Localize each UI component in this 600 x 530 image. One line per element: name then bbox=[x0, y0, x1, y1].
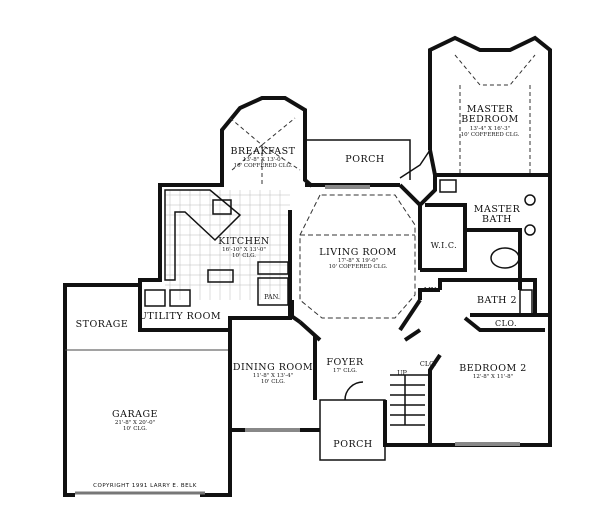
master-sink-2 bbox=[524, 224, 536, 236]
room-name: MASTER bbox=[473, 204, 521, 215]
room-size: 13'-4" X 16'-3" bbox=[469, 125, 511, 132]
front-porch-label: PORCH bbox=[333, 439, 373, 450]
bath2-tub bbox=[519, 289, 533, 316]
washer-dryer bbox=[144, 289, 191, 307]
room-size: 13'-8" X 13'-0" bbox=[242, 157, 284, 164]
bath2-label: BATH 2 bbox=[476, 295, 518, 306]
room-size: 11'-8" X 13'-4" bbox=[252, 373, 294, 380]
room-ceiling: 17' CLG. bbox=[332, 368, 358, 375]
kitchen-island bbox=[207, 269, 234, 283]
bedroom2-closet-label: CLO. bbox=[494, 319, 518, 329]
room-name: BATH 2 bbox=[476, 295, 518, 306]
lin-label: LIN. bbox=[423, 286, 439, 294]
room-name: PORCH bbox=[333, 439, 373, 450]
wic-label: W.I.C. bbox=[430, 241, 458, 251]
front-porch-outline bbox=[319, 399, 386, 461]
front-door-swing bbox=[344, 381, 364, 401]
room-name: CLO. bbox=[419, 360, 437, 368]
master-coffer bbox=[454, 54, 536, 175]
breakfast-coffer bbox=[229, 117, 301, 185]
utility-room-label: UTILITY ROOM bbox=[138, 311, 222, 322]
room-name: LIN. bbox=[423, 286, 439, 294]
pantry-label: PAN. bbox=[264, 293, 280, 301]
room-size: 17'-8" X 19'-0" bbox=[337, 258, 379, 265]
room-name: UP bbox=[397, 369, 407, 377]
room-ceiling: 10' CLG. bbox=[122, 426, 148, 433]
utility-walls bbox=[138, 285, 230, 332]
storage-label: STORAGE bbox=[75, 319, 129, 330]
room-name: FOYER bbox=[326, 357, 364, 368]
room-name: UTILITY ROOM bbox=[138, 311, 222, 322]
room-name: BREAKFAST bbox=[230, 146, 296, 157]
bath2-walls bbox=[418, 278, 537, 315]
room-name: DINING ROOM bbox=[232, 362, 314, 373]
living-coffer bbox=[299, 194, 416, 319]
room-ceiling: 10' CLG. bbox=[260, 379, 286, 386]
kitchen-tile-grid bbox=[165, 190, 290, 300]
stairs bbox=[390, 374, 430, 426]
rear-porch-label: PORCH bbox=[345, 154, 385, 165]
room-name: STORAGE bbox=[75, 319, 129, 330]
room-name: CLO. bbox=[494, 319, 518, 328]
room-size: 16'-10" X 13'-0" bbox=[222, 247, 266, 254]
room-name: MASTER bbox=[466, 104, 514, 115]
room-name: KITCHEN bbox=[218, 236, 270, 247]
room-name: W.I.C. bbox=[430, 241, 458, 250]
room-ceiling: 10' CLG. bbox=[231, 253, 257, 260]
kitchen-cabinet bbox=[257, 261, 289, 275]
room-ceiling: 10' COFFERED CLG. bbox=[460, 131, 520, 138]
copyright-text: COPYRIGHT 1991 LARRY E. BELK bbox=[93, 483, 197, 489]
master-sink-1 bbox=[524, 194, 536, 206]
room-name: PORCH bbox=[345, 154, 385, 165]
room-size: 21'-8" X 20'-0" bbox=[114, 420, 156, 427]
room-name: BATH bbox=[482, 214, 512, 226]
room-name: BEDROOM bbox=[461, 114, 519, 126]
rear-porch-walls bbox=[305, 139, 431, 180]
foyer-closet-label: CLO. bbox=[419, 360, 437, 368]
room-name: PAN. bbox=[264, 293, 280, 301]
room-name: BEDROOM 2 bbox=[459, 363, 527, 374]
room-name: GARAGE bbox=[112, 409, 158, 420]
kitchen-counter bbox=[164, 189, 242, 281]
stairs-up-label: UP bbox=[397, 369, 407, 377]
room-name: LIVING ROOM bbox=[319, 247, 397, 258]
pantry-box bbox=[257, 277, 289, 306]
foyer-walls bbox=[313, 328, 430, 447]
room-size: 12'-8" X 11'-8" bbox=[472, 374, 514, 381]
bathtub bbox=[490, 247, 520, 269]
room-ceiling: 10' COFFERED CLG. bbox=[233, 163, 293, 170]
master-toilet bbox=[439, 179, 457, 193]
kitchen-sink bbox=[212, 199, 232, 215]
room-ceiling: 10' COFFERED CLG. bbox=[328, 264, 388, 271]
